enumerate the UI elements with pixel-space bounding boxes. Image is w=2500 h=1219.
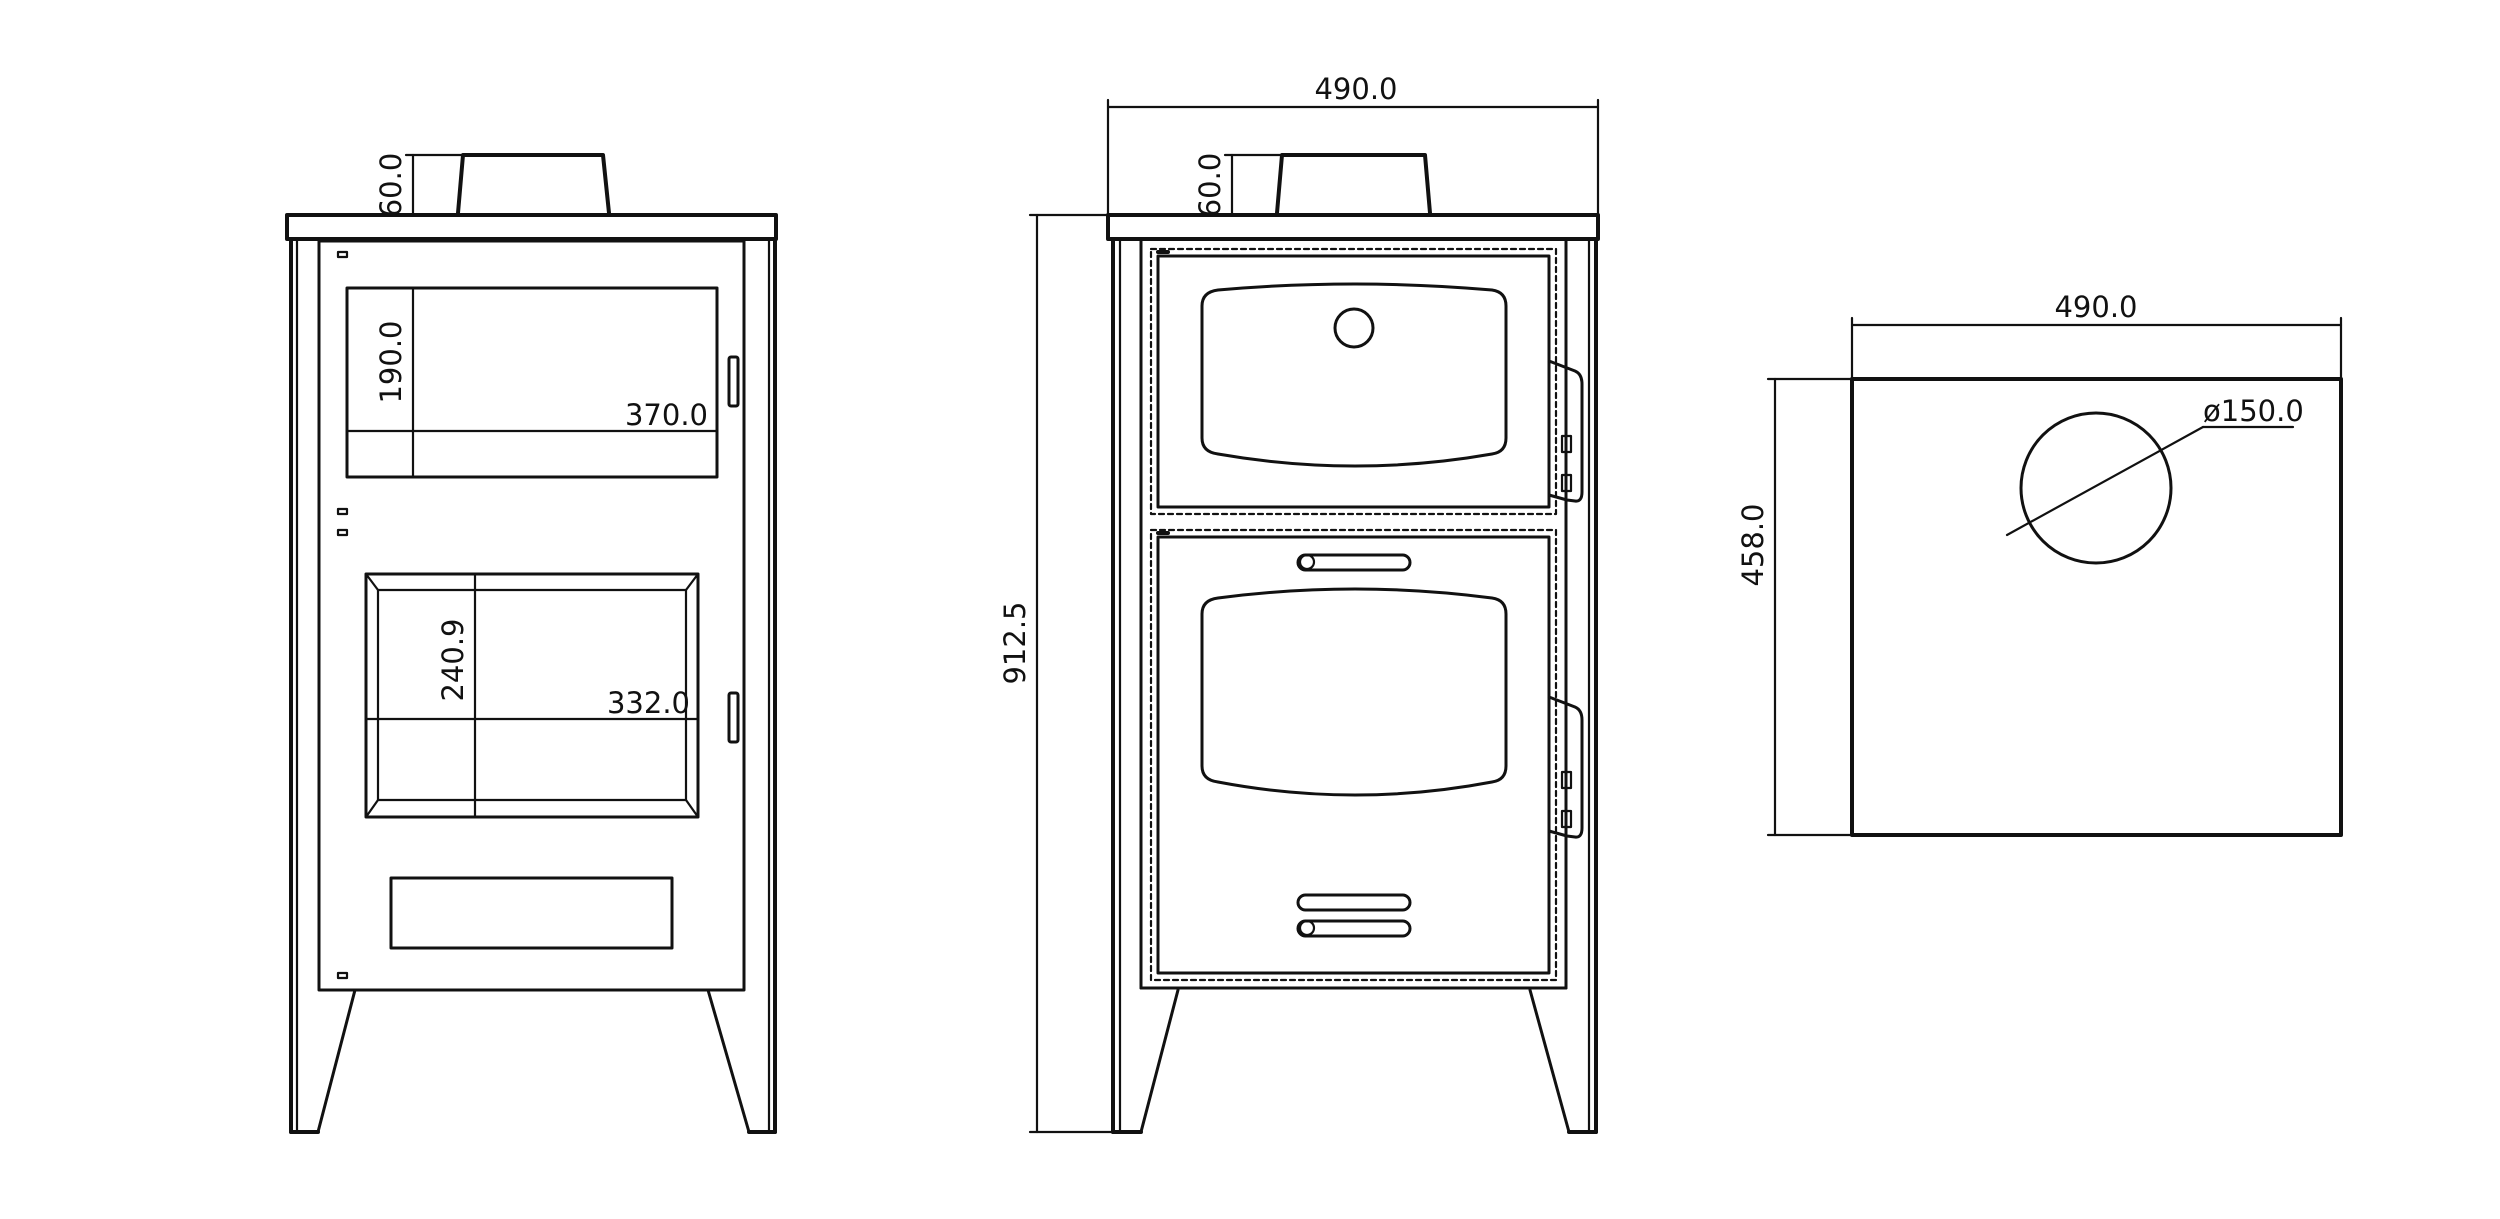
front-stove-body <box>285 153 778 1134</box>
top-depth-label: 458.0 <box>1736 503 1770 586</box>
front-view: 60.0 190.0 370.0 240.9 332.0 <box>285 153 778 1134</box>
upper-window-width-label: 370.0 <box>625 398 708 432</box>
side-overall-width-label: 490.0 <box>1314 72 1397 106</box>
side-flue-height-label: 60.0 <box>1193 153 1227 218</box>
side-overall-height-label: 912.5 <box>998 601 1032 684</box>
front-dimension-lines <box>345 153 719 819</box>
top-view: 490.0 458.0 ø150.0 <box>1736 290 2343 837</box>
top-plate-outline <box>1850 377 2343 837</box>
flue-diameter-label: ø150.0 <box>2203 394 2304 428</box>
side-view: 490.0 60.0 912.5 <box>998 72 1600 1134</box>
top-width-label: 490.0 <box>2054 290 2137 324</box>
firebox-height-label: 240.9 <box>436 618 470 701</box>
side-dimension-lines <box>1028 98 1600 1134</box>
flue-opening <box>2019 411 2173 565</box>
upper-window-height-label: 190.0 <box>374 320 408 403</box>
top-dimension-lines <box>1766 316 2343 837</box>
front-flue-height-label: 60.0 <box>374 153 408 218</box>
side-stove-body <box>1106 153 1600 1134</box>
firebox-width-label: 332.0 <box>607 686 690 720</box>
